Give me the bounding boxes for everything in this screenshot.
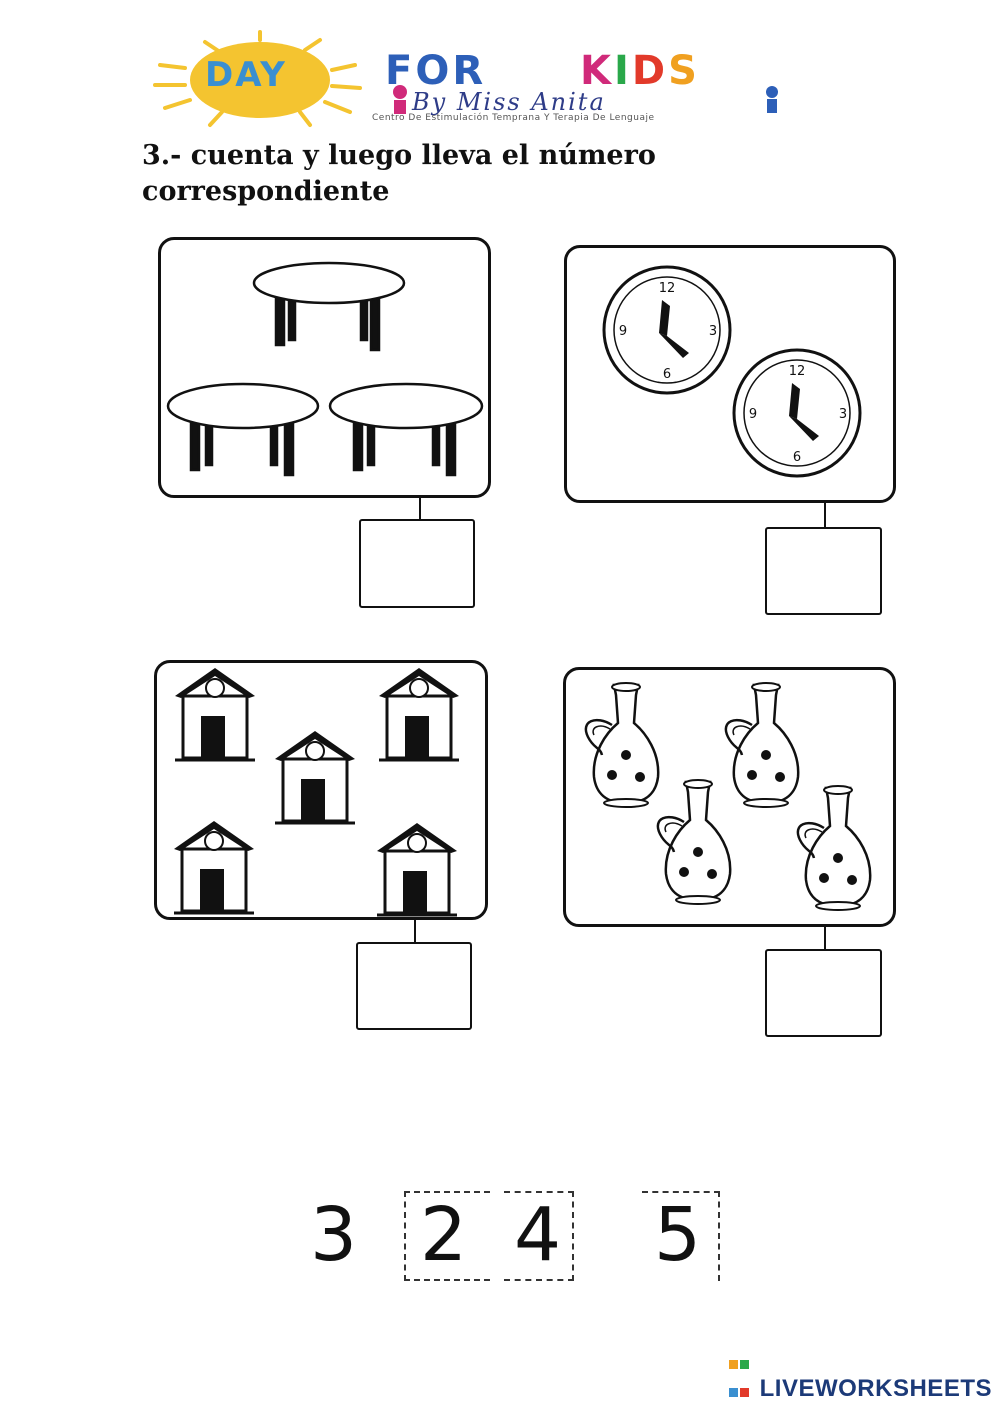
vases-illustration xyxy=(584,681,872,912)
logo-day-text: DAY xyxy=(205,55,287,95)
clock2-label-6: 6 xyxy=(793,450,801,465)
logo-kids-letters: KIDS xyxy=(580,48,700,94)
connector-line xyxy=(824,927,826,951)
number-tiles: 3 2 4 5 xyxy=(300,1185,740,1285)
connector-line xyxy=(414,920,416,944)
logo xyxy=(150,30,840,130)
clock2-label-3: 3 xyxy=(839,407,847,422)
instruction-line-1: 3.- cuenta y luego lleva el número xyxy=(142,140,656,171)
logo-byline: By Miss Anita xyxy=(412,88,606,116)
instruction-line-2: correspondiente xyxy=(142,176,390,207)
drag-zone-5 xyxy=(642,1191,720,1281)
sun-icon xyxy=(153,30,778,127)
houses-illustration xyxy=(172,666,461,917)
clock1-label-6: 6 xyxy=(663,367,671,382)
clock2-label-12: 12 xyxy=(789,364,806,379)
card-houses xyxy=(154,660,488,920)
answer-box-clocks[interactable] xyxy=(765,527,882,615)
card-tables xyxy=(158,237,491,498)
card-clocks: 12 3 6 9 12 3 6 9 xyxy=(564,245,896,503)
logo-for-text: FOR xyxy=(385,48,487,94)
number-tile-4[interactable]: 4 xyxy=(514,1192,562,1278)
number-tile-2[interactable]: 2 xyxy=(420,1192,468,1278)
drag-zone-4 xyxy=(504,1191,574,1281)
number-tile-3[interactable]: 3 xyxy=(310,1192,358,1278)
card-vases xyxy=(563,667,896,927)
liveworksheets-brand: LIVEWORKSHEETS xyxy=(728,1349,992,1405)
connector-line xyxy=(824,503,826,528)
instruction-text: 3.- cuenta y luego lleva el número corre… xyxy=(142,138,762,210)
clock1-label-12: 12 xyxy=(659,281,676,296)
answer-box-houses[interactable] xyxy=(356,942,472,1030)
brand-logo-icon xyxy=(728,1349,752,1405)
clock2-label-9: 9 xyxy=(749,407,757,422)
clock1-label-9: 9 xyxy=(619,324,627,339)
clocks-illustration: 12 3 6 9 12 3 6 9 xyxy=(602,265,862,478)
drag-zone-2 xyxy=(404,1191,490,1281)
logo-kids-text: KIDS xyxy=(580,48,700,94)
brand-text: LIVEWORKSHEETS xyxy=(759,1375,992,1402)
connector-line xyxy=(419,498,421,520)
logo-subtitle: Centro De Estimulación Temprana Y Terapi… xyxy=(372,113,655,123)
number-tile-5[interactable]: 5 xyxy=(654,1192,702,1278)
clock1-label-3: 3 xyxy=(709,324,717,339)
tables-illustration xyxy=(166,261,484,477)
answer-box-tables[interactable] xyxy=(359,519,475,608)
answer-box-vases[interactable] xyxy=(765,949,882,1037)
